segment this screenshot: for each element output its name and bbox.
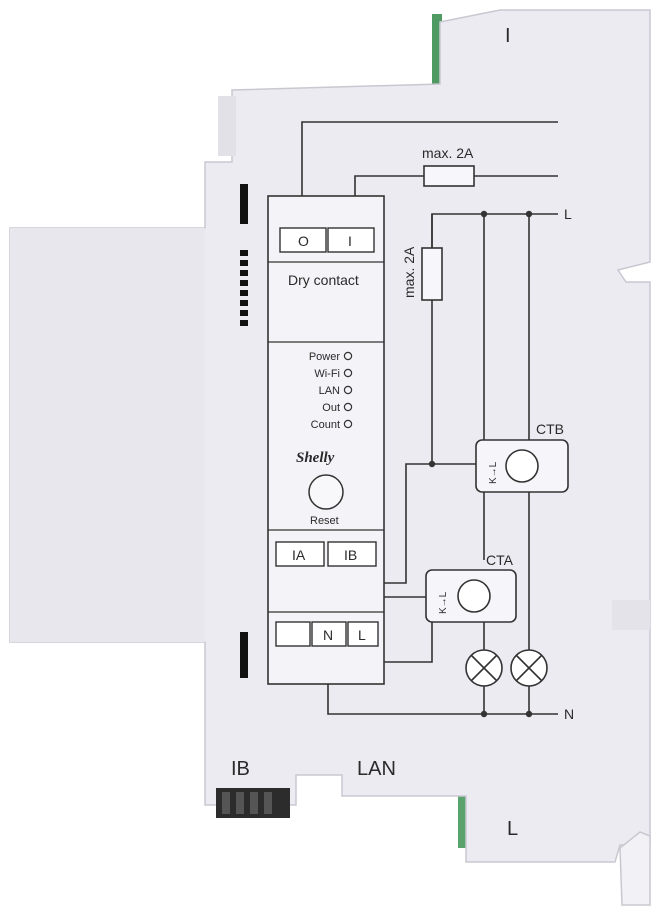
din-latch	[619, 831, 651, 906]
label-top-i: I	[505, 25, 511, 47]
out-led-icon	[343, 402, 353, 412]
lamp-icon-b	[510, 649, 548, 687]
neutral-label-n: N	[564, 706, 574, 722]
count-led-icon	[343, 419, 353, 429]
terminal-blank	[275, 621, 311, 647]
terminal-ib	[327, 541, 377, 567]
indicator-wifi: Wi-Fi	[314, 368, 340, 380]
cta-marking: K→L	[438, 591, 449, 614]
reset-label: Reset	[310, 515, 339, 527]
lan-led-icon	[343, 385, 353, 395]
terminal-i	[327, 227, 375, 253]
terminal-l	[347, 621, 379, 647]
label-ib: IB	[231, 758, 250, 780]
terminal-n	[311, 621, 347, 647]
side-marks	[240, 184, 248, 678]
indicator-out: Out	[322, 402, 340, 414]
terminal-ib-label: IB	[344, 547, 357, 563]
module	[267, 195, 385, 685]
dry-contact-label: Dry contact	[288, 272, 359, 288]
line-label-l: L	[564, 206, 572, 222]
indicator-power: Power	[309, 351, 341, 363]
junction-dots	[428, 210, 533, 718]
indicator-lan: LAN	[319, 385, 340, 397]
indicator-list: Power Wi-Fi LAN Out Count	[309, 351, 353, 431]
terminal-ia	[275, 541, 325, 567]
ctb-label: CTB	[536, 421, 564, 437]
cta-label: CTA	[486, 552, 514, 568]
terminal-n-label: N	[323, 627, 333, 643]
reset-button	[308, 474, 344, 510]
green-clip-top	[432, 14, 442, 84]
fuse-side-label: max. 2A	[401, 246, 417, 298]
label-bottom-l: L	[507, 818, 518, 840]
ctb-marking: K→L	[488, 461, 499, 484]
fuse-side	[421, 247, 443, 301]
lamp-icon-a	[465, 649, 503, 687]
terminal-l-label: L	[358, 627, 366, 643]
terminal-o	[279, 227, 327, 253]
wifi-led-icon	[343, 368, 353, 378]
terminal-o-label: O	[298, 233, 309, 249]
fuse-top	[423, 165, 475, 187]
ct-sensor-b	[475, 439, 569, 493]
ct-sensor-a	[425, 569, 517, 623]
power-led-icon	[343, 351, 353, 361]
terminal-ia-label: IA	[292, 547, 306, 563]
indicator-count: Count	[311, 419, 340, 431]
shelly-logo: Shelly	[296, 450, 335, 466]
fuse-top-label: max. 2A	[422, 145, 474, 161]
label-lan: LAN	[357, 758, 396, 780]
terminal-i-label: I	[348, 233, 352, 249]
